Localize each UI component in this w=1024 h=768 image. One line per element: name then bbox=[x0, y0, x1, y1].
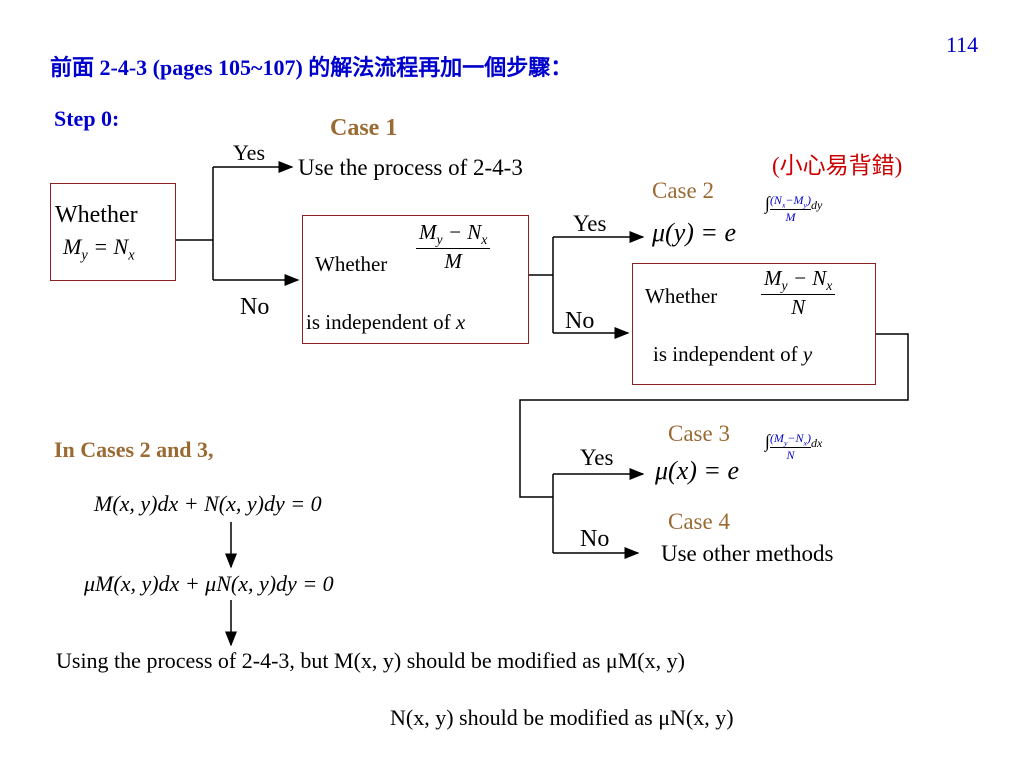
exactness-condition: My = Nx bbox=[63, 234, 135, 264]
yes-label-2: Yes bbox=[573, 211, 607, 236]
decision-box-exact: Whether My = Nx bbox=[50, 183, 176, 281]
yes-label-3: Yes bbox=[580, 445, 614, 470]
page-title: 前面 2-4-3 (pages 105~107) 的解法流程再加一個步驟： bbox=[50, 55, 573, 80]
case3-formula: μ(x) = e bbox=[655, 456, 739, 485]
warning-note: (小心易背錯) bbox=[772, 153, 903, 178]
whether-label: Whether bbox=[645, 284, 718, 308]
no-label-1: No bbox=[240, 294, 270, 320]
independent-x-text: is independent of x bbox=[306, 310, 466, 334]
conclusion-line-2: N(x, y) should be modified as μN(x, y) bbox=[390, 705, 734, 730]
case2-label: Case 2 bbox=[652, 178, 714, 203]
case2-formula: μ(y) = e bbox=[652, 218, 736, 247]
case1-label: Case 1 bbox=[330, 115, 398, 141]
case3-label: Case 3 bbox=[668, 421, 730, 446]
case4-label: Case 4 bbox=[668, 509, 730, 534]
conclusion-line-1: Using the process of 2-4-3, but M(x, y) … bbox=[56, 648, 685, 673]
case4-text: Use other methods bbox=[661, 541, 834, 566]
independent-y-text: is independent of y bbox=[653, 342, 813, 366]
no-label-3: No bbox=[580, 526, 610, 552]
whether-label: Whether bbox=[55, 202, 138, 228]
whether-label: Whether bbox=[315, 252, 388, 276]
no-label-2: No bbox=[565, 308, 595, 334]
yes-label-1: Yes bbox=[233, 140, 266, 165]
page-number: 114 bbox=[946, 32, 979, 57]
step-zero-label: Step 0: bbox=[54, 106, 120, 131]
case1-text: Use the process of 2-4-3 bbox=[298, 155, 523, 180]
equation-original: M(x, y)dx + N(x, y)dy = 0 bbox=[94, 491, 322, 516]
in-cases-label: In Cases 2 and 3, bbox=[54, 437, 214, 462]
equation-multiplied: μM(x, y)dx + μN(x, y)dy = 0 bbox=[84, 571, 334, 596]
